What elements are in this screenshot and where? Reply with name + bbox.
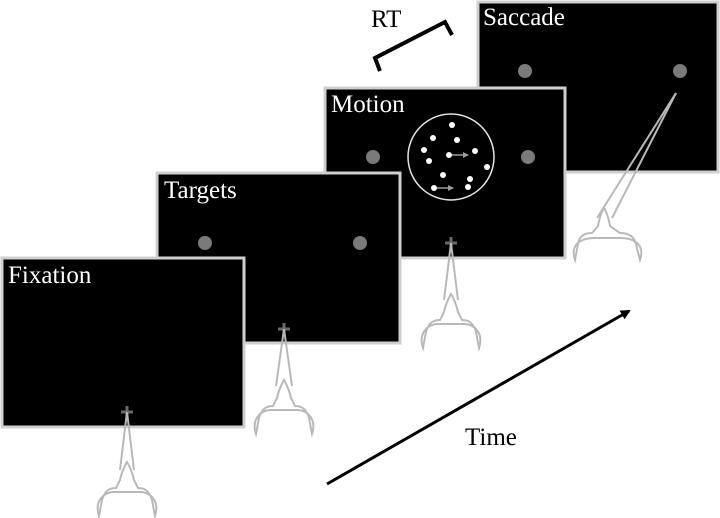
motion-dot (446, 152, 452, 158)
rt-bracket-shape (372, 19, 454, 72)
motion-dot (454, 137, 460, 143)
right-target (673, 64, 687, 78)
targets-label: Targets (164, 177, 237, 204)
time-arrow: Time (326, 309, 631, 486)
right-target (353, 236, 367, 250)
fixation-panel: Fixation (0, 256, 246, 429)
motion-dot (449, 122, 455, 128)
motion-dot (421, 147, 427, 153)
gaze-line (450, 242, 459, 301)
gaze-line (443, 242, 452, 301)
motion-aperture (407, 113, 495, 201)
saccade-observer (572, 92, 677, 264)
motion-label: Motion (331, 91, 405, 118)
observer-head (420, 292, 482, 352)
motion-dot (467, 176, 473, 182)
observer-head (96, 460, 158, 518)
motion-observer (420, 237, 482, 352)
gaze-line (596, 92, 677, 219)
motion-dot (465, 184, 471, 190)
rt-bracket: RT (371, 6, 454, 72)
gaze-line (611, 92, 677, 219)
rt-label: RT (371, 6, 401, 33)
motion-dots (421, 122, 490, 191)
motion-dot (431, 185, 437, 191)
right-target (521, 150, 535, 164)
gaze-line (126, 411, 135, 471)
fixation-label: Fixation (8, 262, 92, 289)
left-target (518, 64, 532, 78)
gaze-line (283, 328, 293, 387)
saccade-label: Saccade (483, 4, 565, 31)
motion-dot (472, 148, 478, 154)
time-label: Time (465, 424, 517, 451)
left-target (366, 150, 380, 164)
time-arrow-line (326, 309, 631, 486)
gaze-line (275, 328, 285, 387)
motion-dot (440, 172, 446, 178)
fixation-observer (96, 406, 158, 518)
gaze-line (119, 411, 128, 471)
motion-dot (484, 164, 490, 170)
left-target (198, 236, 212, 250)
observer-head (253, 378, 315, 438)
motion-dot (430, 135, 436, 141)
observer-head (572, 206, 643, 264)
targets-observer (253, 323, 315, 438)
motion-dot (426, 158, 432, 164)
